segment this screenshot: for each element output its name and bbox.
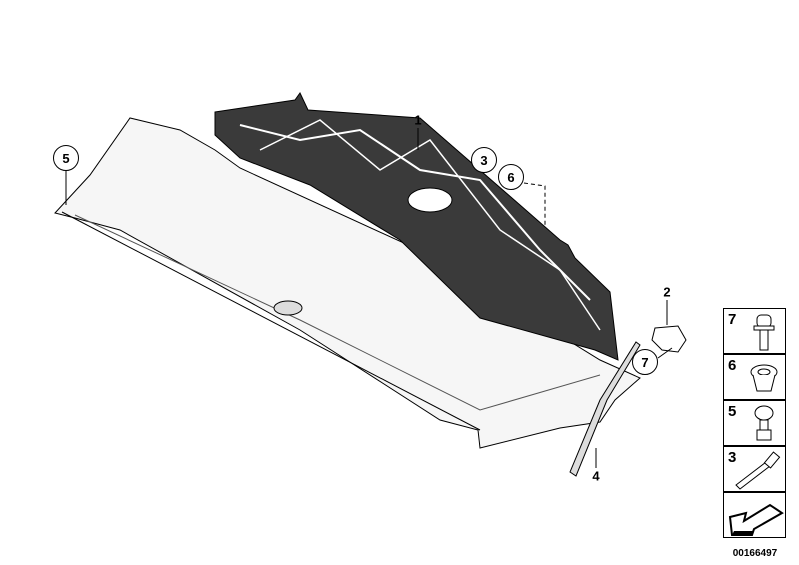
leader-lines	[65, 128, 673, 468]
rear-shelf-frame	[214, 92, 619, 361]
callout-1: 1	[414, 112, 422, 128]
legend-number: 3	[728, 449, 737, 466]
clip-icon	[754, 405, 774, 441]
callout-7: 7	[632, 349, 658, 375]
nut-icon	[750, 364, 778, 392]
legend-item-5: 5	[723, 400, 786, 446]
legend-item-arrow	[723, 492, 786, 538]
callout-3: 3	[471, 147, 497, 173]
bracket	[651, 325, 687, 353]
bolt-icon	[753, 314, 775, 351]
legend-number: 5	[728, 403, 737, 420]
support-rod	[569, 341, 641, 477]
legend-number: 6	[728, 357, 737, 374]
callout-4: 4	[592, 468, 600, 484]
arrow-icon	[728, 503, 784, 536]
expanding-rivet-icon	[735, 451, 781, 490]
callout-6: 6	[498, 164, 524, 190]
callout-5: 5	[53, 145, 79, 171]
catalog-number: 00166497	[732, 548, 778, 559]
legend-item-7: 7	[723, 308, 786, 354]
callout-2: 2	[663, 284, 671, 300]
legend-item-3: 3	[723, 446, 786, 492]
parcel-shelf	[54, 117, 641, 449]
legend-number: 7	[728, 311, 737, 328]
legend-item-6: 6	[723, 354, 786, 400]
